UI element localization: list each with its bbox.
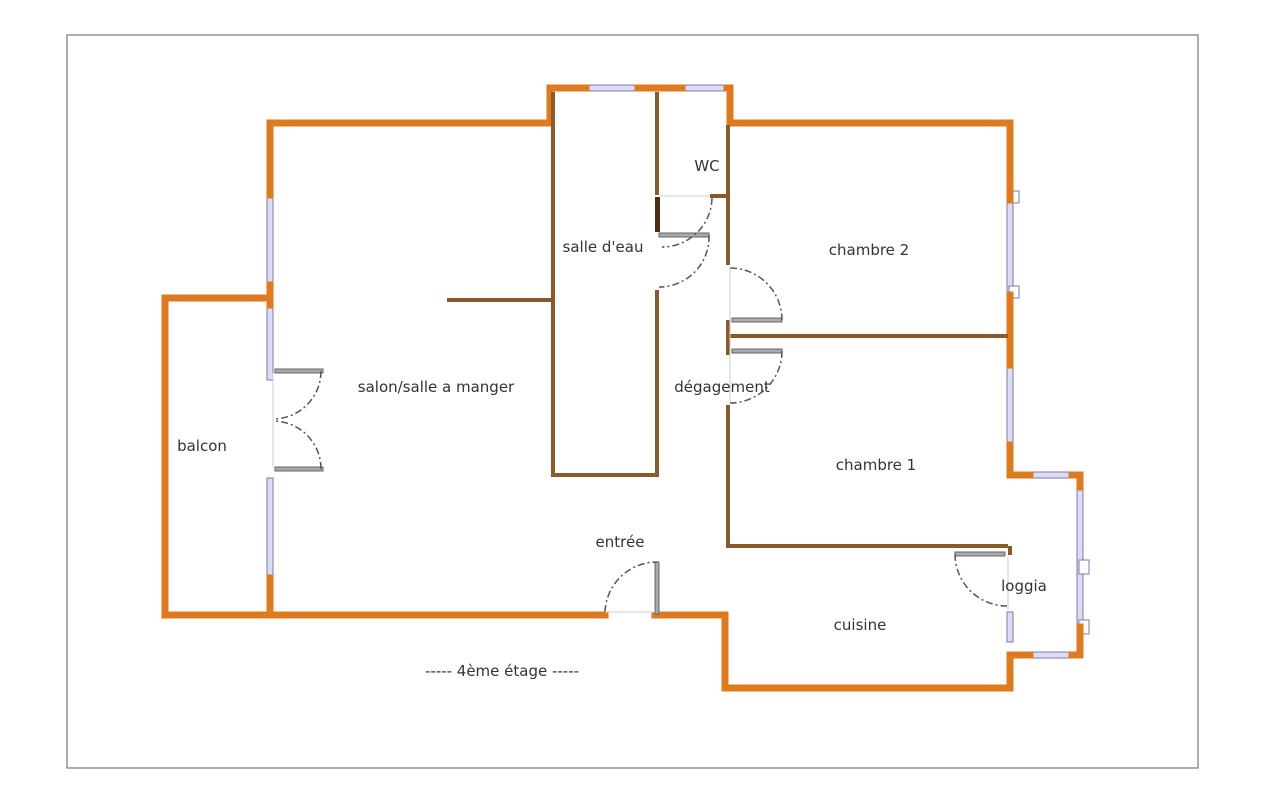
room-label-degagement: dégagement [674, 378, 770, 396]
outer-walls [161, 84, 1084, 692]
room-label-entree: entrée [595, 533, 645, 551]
room-label-wc: WC [694, 157, 720, 175]
doors [272, 195, 1009, 615]
room-label-loggia: loggia [1001, 577, 1047, 595]
room-label-chambre2: chambre 2 [828, 241, 910, 259]
wall-dark [655, 197, 660, 232]
room-label-cuisine: cuisine [833, 616, 887, 634]
inner-walls [447, 92, 1012, 615]
room-label-balcon: balcon [177, 437, 227, 455]
room-label-salle-eau: salle d'eau [562, 238, 644, 256]
room-label-salon: salon/salle a manger [357, 378, 515, 396]
room-label-chambre1: chambre 1 [835, 456, 917, 474]
floor-label: ----- 4ème étage ----- [424, 662, 580, 680]
